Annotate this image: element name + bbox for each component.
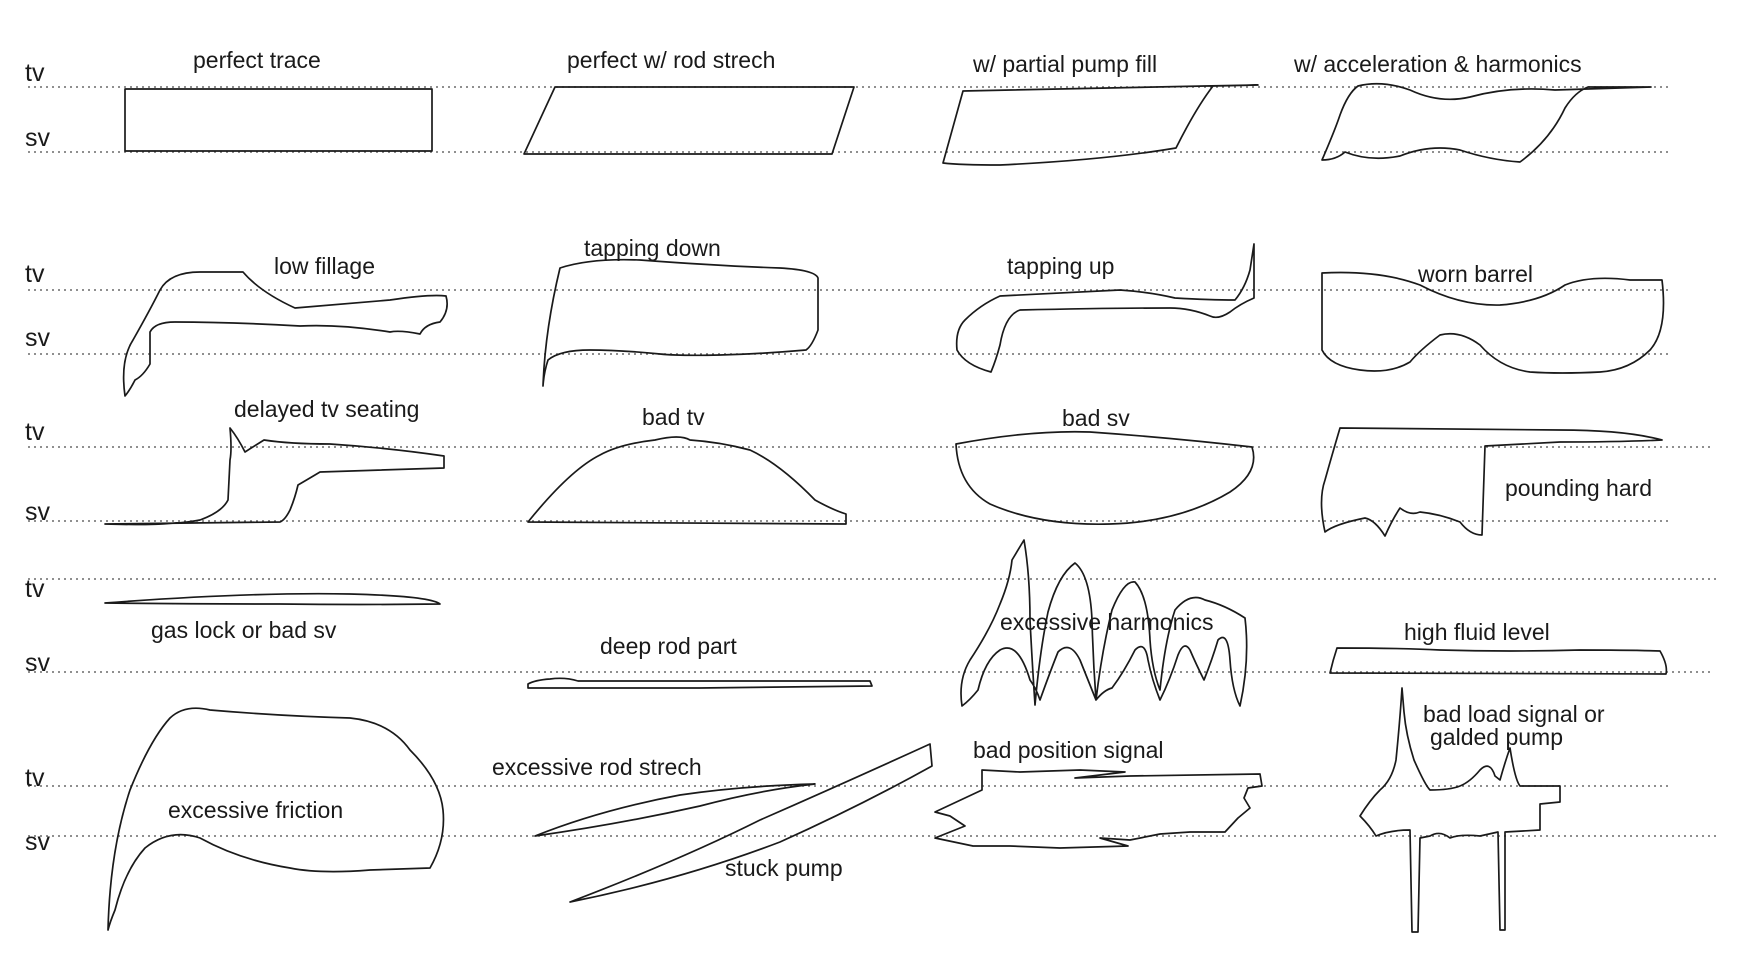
card-trace <box>1320 427 1663 537</box>
panel-bad-sv: bad sv <box>955 405 1255 526</box>
sv-label: sv <box>25 124 51 152</box>
card-trace <box>104 592 441 606</box>
card-trace <box>960 539 1248 707</box>
panel-label: bad sv <box>1062 405 1130 431</box>
panel-gas-lock: gas lock or bad sv <box>104 592 441 643</box>
sv-label: sv <box>25 828 51 856</box>
panel-deep-rod-part: deep rod part <box>527 633 873 689</box>
tv-label: tv <box>25 418 45 446</box>
panel-tapping-down: tapping down <box>542 235 819 387</box>
panel-label: bad tv <box>642 404 705 430</box>
panel-label: worn barrel <box>1417 261 1533 287</box>
panel-label: delayed tv seating <box>234 396 419 422</box>
card-trace <box>124 88 433 152</box>
axis-labels: tv sv tv sv tv sv tv sv tv sv <box>25 59 51 856</box>
card-trace <box>523 86 855 155</box>
panel-label: stuck pump <box>725 855 843 881</box>
panel-low-fillage: low fillage <box>122 253 448 397</box>
panel-label: perfect trace <box>193 47 321 73</box>
card-trace <box>542 258 819 387</box>
tv-label: tv <box>25 764 45 792</box>
panel-label: low fillage <box>274 253 375 279</box>
card-trace <box>122 271 448 397</box>
card-trace <box>534 783 816 837</box>
panel-tapping-up: tapping up <box>955 243 1255 373</box>
panel-excessive-rod-stretch: excessive rod strech <box>492 754 816 837</box>
panel-stuck-pump: stuck pump <box>569 743 933 903</box>
sv-label: sv <box>25 649 51 677</box>
card-trace <box>1359 687 1561 933</box>
card-trace <box>942 84 1259 166</box>
panel-label: galded pump <box>1430 724 1563 750</box>
panel-label: gas lock or bad sv <box>151 617 337 643</box>
panel-label: tapping up <box>1007 253 1114 279</box>
panel-label: w/ partial pump fill <box>972 51 1157 77</box>
panel-perfect-rod-stretch: perfect w/ rod strech <box>523 47 855 155</box>
panel-label: deep rod part <box>600 633 737 659</box>
panel-bad-load-signal: bad load signal or galded pump <box>1359 687 1605 933</box>
tv-label: tv <box>25 575 45 603</box>
tv-label: tv <box>25 59 45 87</box>
panel-worn-barrel: worn barrel <box>1321 261 1665 374</box>
panel-bad-tv: bad tv <box>527 404 847 525</box>
panel-label: excessive friction <box>168 797 343 823</box>
panel-label: high fluid level <box>1404 619 1550 645</box>
card-trace <box>1321 271 1665 374</box>
reference-lines <box>28 86 1718 837</box>
sv-label: sv <box>25 324 51 352</box>
card-trace <box>955 243 1255 373</box>
panel-high-fluid-level: high fluid level <box>1329 619 1668 675</box>
panel-bad-position-signal: bad position signal <box>934 737 1263 849</box>
card-trace <box>527 436 847 525</box>
panel-perfect-trace: perfect trace <box>124 47 433 152</box>
card-trace <box>527 677 873 689</box>
panel-label: tapping down <box>584 235 721 261</box>
tv-label: tv <box>25 260 45 288</box>
panel-label: pounding hard <box>1505 475 1652 501</box>
card-trace <box>1321 82 1652 163</box>
card-trace <box>107 707 445 931</box>
panel-label: w/ acceleration & harmonics <box>1293 51 1582 77</box>
sv-label: sv <box>25 498 51 526</box>
card-trace <box>955 430 1255 526</box>
card-trace <box>934 769 1263 849</box>
panel-label: excessive rod strech <box>492 754 702 780</box>
panel-partial-pump-fill: w/ partial pump fill <box>942 51 1259 166</box>
panel-excessive-friction: excessive friction <box>107 707 445 931</box>
card-trace <box>569 743 933 903</box>
panel-excessive-harmonics: excessive harmonics <box>960 539 1248 707</box>
panel-label: perfect w/ rod strech <box>567 47 775 73</box>
card-trace <box>1329 647 1668 675</box>
panel-acceleration-harmonics: w/ acceleration & harmonics <box>1293 51 1652 163</box>
panel-label: bad position signal <box>973 737 1164 763</box>
panel-delayed-tv-seating: delayed tv seating <box>104 396 445 526</box>
panel-label: bad load signal or <box>1423 701 1605 727</box>
panel-pounding-hard: pounding hard <box>1320 427 1663 537</box>
card-trace <box>104 427 445 526</box>
